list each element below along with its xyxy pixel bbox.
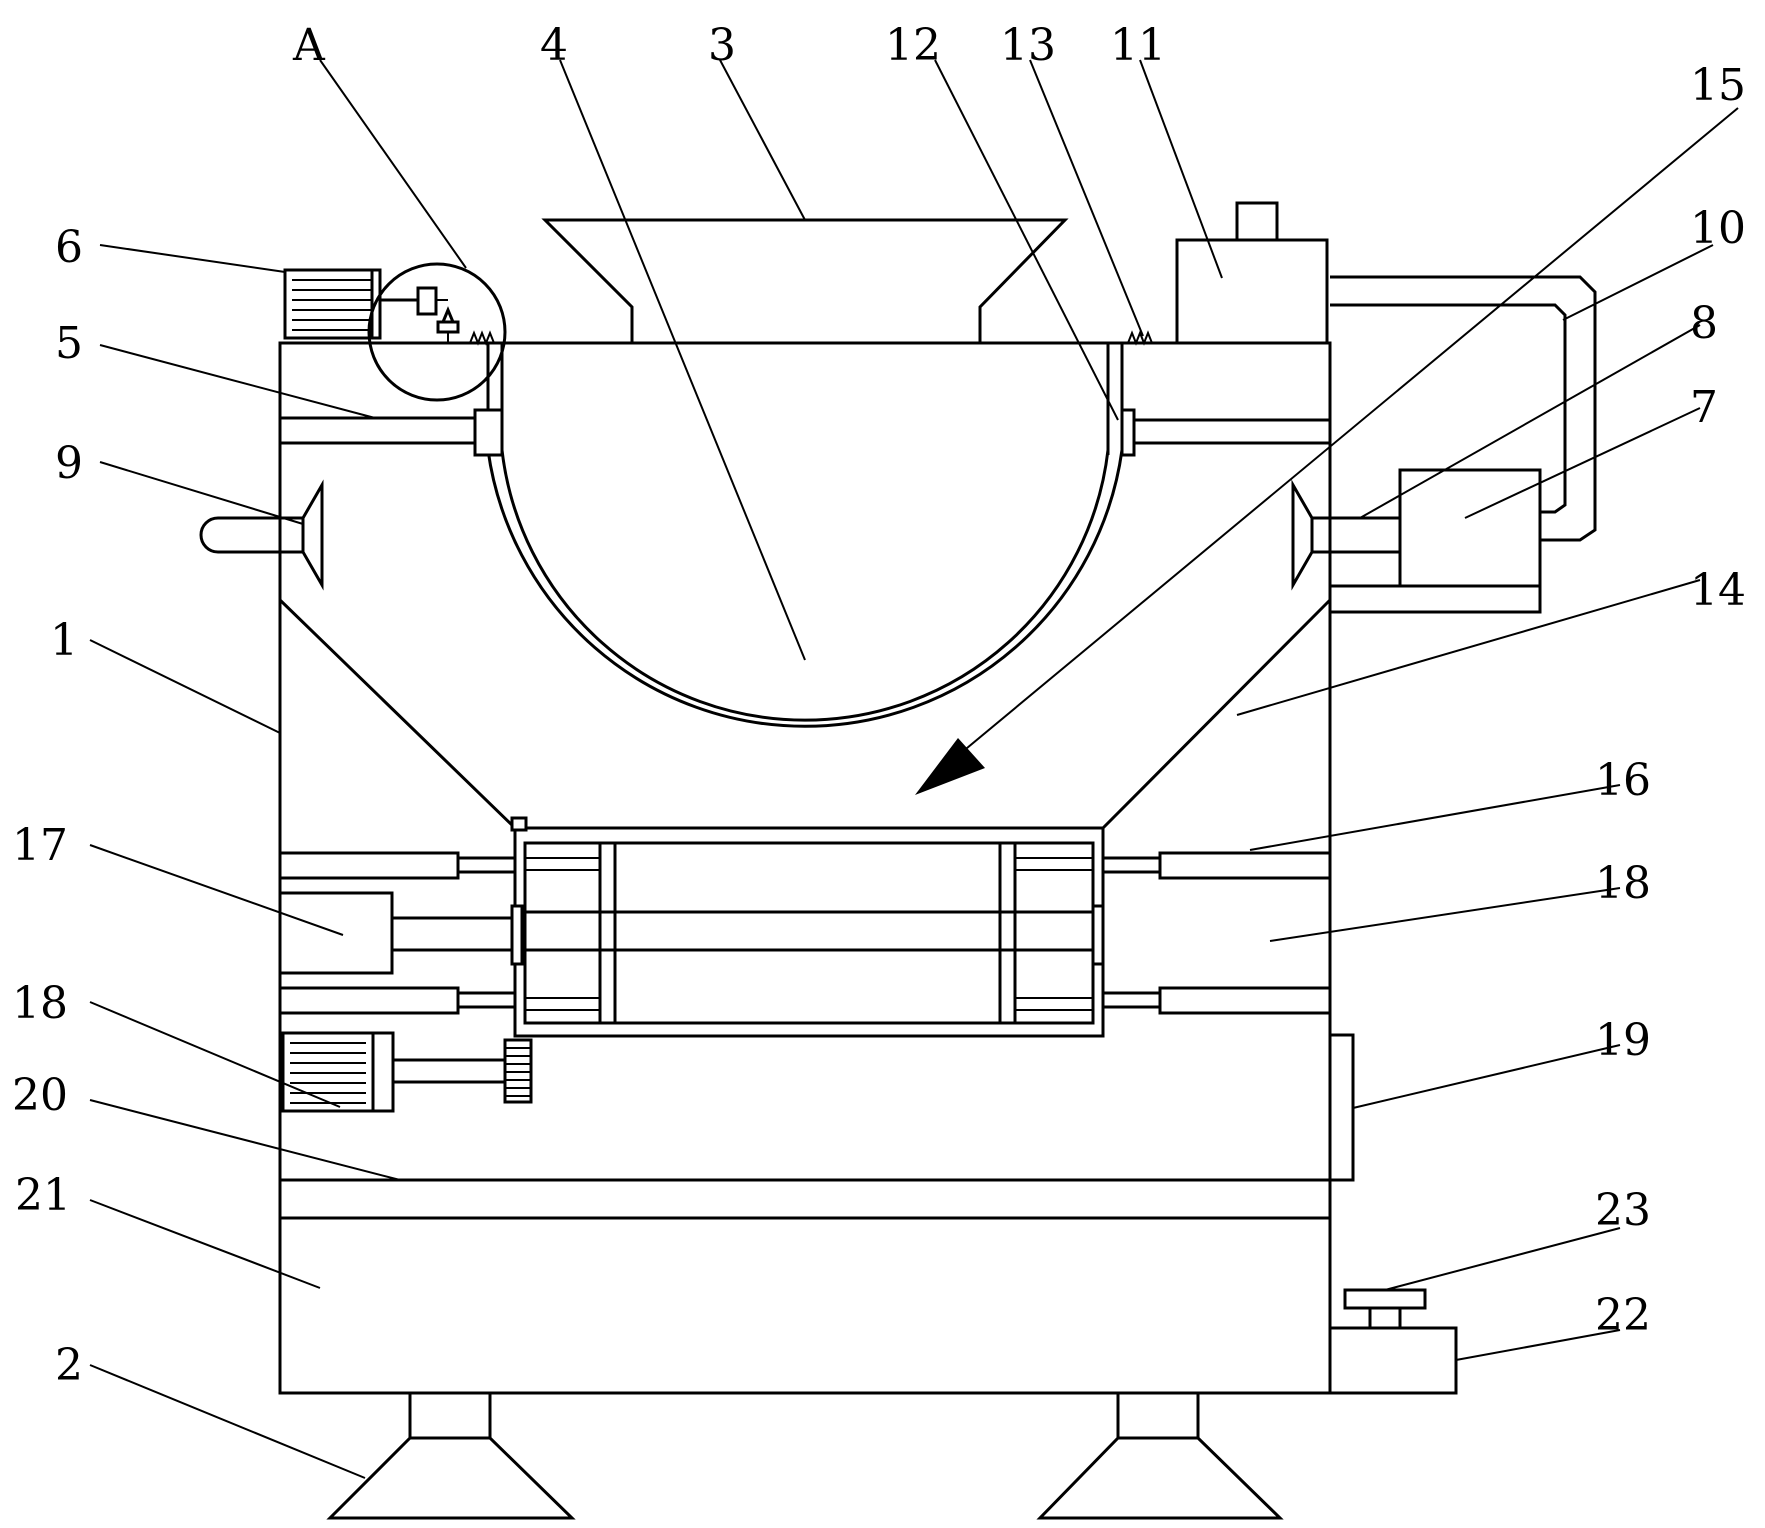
cylinder-right-top — [1158, 851, 1332, 880]
label-23: 23 — [1595, 1185, 1651, 1236]
blower-box — [1175, 238, 1329, 345]
leader-23 — [1384, 1227, 1621, 1291]
label-14: 14 — [1690, 565, 1746, 616]
label-17: 17 — [12, 820, 68, 871]
air-pipe-inner — [1330, 303, 1567, 514]
nozzle-right — [1291, 479, 1314, 591]
drive-motor — [281, 1031, 505, 1113]
foot-right — [1036, 1391, 1284, 1520]
label-12: 12 — [885, 20, 941, 71]
drum-tab — [510, 816, 528, 832]
label-10: 10 — [1690, 203, 1746, 254]
arc-screen-inner — [500, 449, 1110, 722]
control-knob-stem — [1368, 1306, 1402, 1330]
screen-mount-right — [1120, 408, 1136, 457]
leader-A — [319, 59, 467, 269]
label-4: 4 — [540, 20, 568, 71]
cylinder-left-top — [278, 851, 460, 880]
label-5: 5 — [55, 318, 83, 369]
leader-8 — [1359, 324, 1701, 519]
air-pump — [1398, 468, 1542, 588]
leader-10 — [1562, 244, 1714, 321]
label-13: 13 — [1000, 20, 1056, 71]
handle-left — [199, 516, 303, 554]
nozzle-left — [301, 479, 324, 591]
cylinder-left-bottom — [278, 986, 460, 1015]
leader-2 — [89, 1364, 366, 1479]
drum-hub-left — [510, 904, 524, 966]
label-18-left: 18 — [12, 978, 68, 1029]
label-18-right: 18 — [1595, 858, 1651, 909]
leader-12 — [934, 59, 1119, 421]
leader-18-right — [1269, 887, 1621, 942]
leader-3 — [719, 59, 806, 221]
air-pipe — [1330, 275, 1597, 542]
leader-4 — [559, 59, 806, 661]
cylinder-right-bottom — [1158, 986, 1332, 1015]
label-11: 11 — [1110, 20, 1166, 71]
leader-16 — [1249, 784, 1621, 851]
guide-plate-right — [1101, 598, 1332, 830]
leader-5 — [99, 344, 376, 419]
drum-frame — [513, 826, 1105, 1038]
label-21: 21 — [15, 1170, 71, 1221]
leader-21 — [89, 1199, 321, 1289]
cam-mechanism — [380, 286, 460, 343]
label-1: 1 — [50, 615, 78, 666]
pump-base — [1328, 584, 1542, 614]
direction-arrow-head — [915, 738, 985, 795]
label-A: A — [292, 20, 326, 71]
label-20: 20 — [12, 1070, 68, 1121]
blower-outlet — [1235, 201, 1279, 242]
label-6: 6 — [55, 222, 83, 273]
spring-right — [1127, 330, 1153, 346]
side-door — [1328, 1033, 1355, 1182]
detail-a-circle — [367, 262, 507, 402]
leader-6 — [99, 244, 286, 273]
control-knob — [1343, 1288, 1427, 1310]
vibration-motor — [283, 268, 382, 340]
leader-13 — [1029, 59, 1144, 337]
direction-arrow-shaft — [954, 107, 1739, 759]
feed-hopper — [541, 218, 1069, 343]
drive-gear — [503, 1038, 533, 1104]
label-19: 19 — [1595, 1015, 1651, 1066]
leader-11 — [1139, 59, 1223, 279]
arc-screen-outer — [486, 449, 1124, 728]
leader-1 — [89, 639, 281, 734]
leader-18-left — [89, 1001, 341, 1108]
foot-left — [326, 1391, 576, 1520]
leader-20 — [89, 1099, 401, 1181]
leader-9 — [99, 461, 304, 525]
control-box — [1328, 1326, 1458, 1395]
label-9: 9 — [55, 438, 83, 489]
label-7: 7 — [1690, 382, 1718, 433]
leader-14 — [1236, 579, 1701, 716]
label-2: 2 — [55, 1340, 83, 1391]
label-15: 15 — [1690, 60, 1746, 111]
spring-left — [469, 330, 495, 346]
leader-22 — [1455, 1329, 1621, 1361]
label-8: 8 — [1690, 298, 1718, 349]
leader-17 — [89, 844, 344, 936]
leader-19 — [1352, 1044, 1621, 1109]
screen-mount-left — [473, 408, 504, 457]
leader-7 — [1464, 407, 1701, 519]
label-22: 22 — [1595, 1290, 1651, 1341]
drum-hub-right — [1091, 904, 1105, 966]
label-3: 3 — [708, 20, 736, 71]
guide-plate-left — [278, 598, 517, 830]
label-16: 16 — [1595, 755, 1651, 806]
